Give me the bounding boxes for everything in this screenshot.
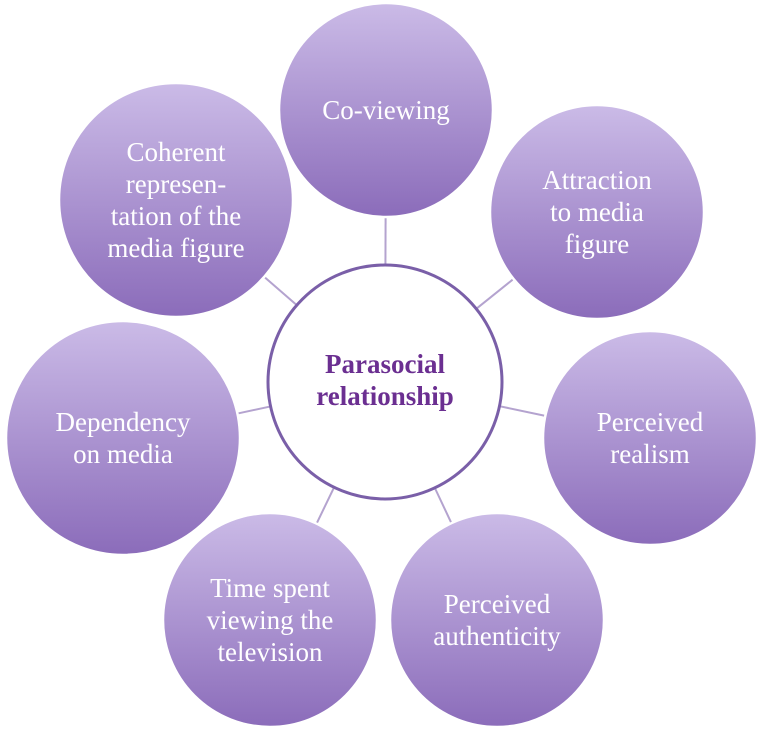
node-label-line: Parasocial	[325, 349, 445, 379]
connector-attraction-to-media-figure	[475, 278, 515, 310]
node-label-line: on media	[73, 439, 173, 469]
node-label-line: media figure	[107, 233, 244, 263]
node-label-line: tation of the	[111, 201, 241, 231]
node-label-line: Perceived	[597, 407, 704, 437]
node-circle	[57, 81, 295, 319]
node-circle	[488, 103, 706, 321]
connector-dependency-on-media	[237, 405, 271, 415]
node-circle	[161, 511, 379, 729]
node-label-line: Perceived	[444, 589, 551, 619]
node-circle	[388, 511, 606, 729]
connector-coherent-representation-of-the-media-figure	[263, 276, 298, 306]
node-label-line: television	[218, 637, 323, 667]
node-label-line: realism	[610, 439, 689, 469]
node-label-line: authenticity	[433, 621, 561, 651]
node-label-line: viewing the	[207, 605, 334, 635]
connector-time-spent-viewing-the-television	[315, 486, 335, 525]
node-label-line: to media	[550, 197, 644, 227]
center-circle	[266, 263, 504, 501]
node-label-line: Co-viewing	[322, 95, 450, 125]
node-label: Co-viewing	[322, 95, 450, 125]
node-label-line: Coherent	[127, 137, 226, 167]
connector-perceived-authenticity	[433, 487, 453, 524]
node-label-line: relationship	[316, 381, 454, 411]
connector-perceived-realism	[499, 405, 546, 417]
node-label-line: Attraction	[542, 165, 652, 195]
node-label-line: Dependency	[56, 407, 191, 437]
node-circle	[4, 319, 242, 557]
node-circle	[541, 329, 759, 547]
connectors	[237, 216, 546, 525]
node-label-line: Time spent	[210, 573, 330, 603]
node-label-line: represen-	[126, 169, 226, 199]
node-circle	[277, 1, 495, 219]
node-label-line: figure	[565, 229, 629, 259]
node-co-viewing: Co-viewing	[277, 1, 495, 219]
